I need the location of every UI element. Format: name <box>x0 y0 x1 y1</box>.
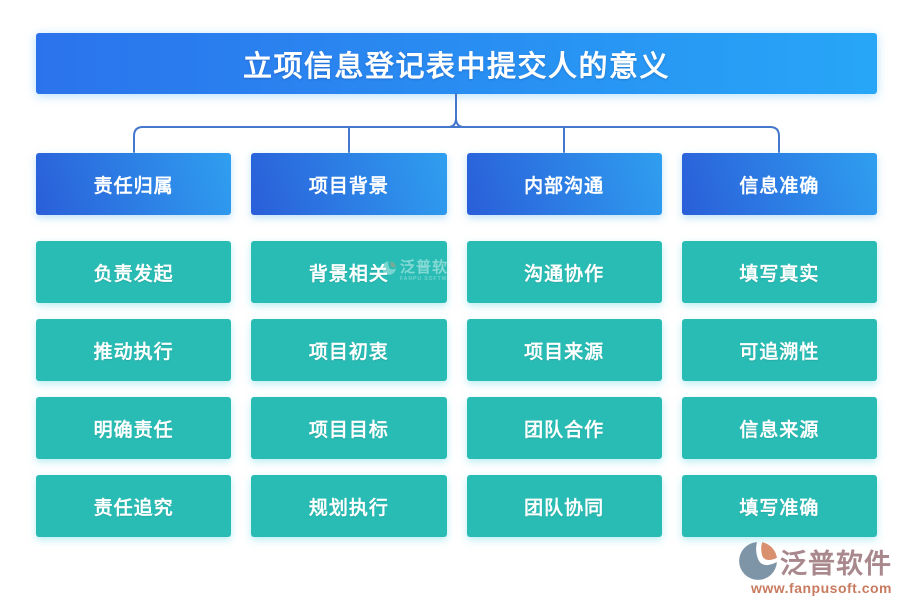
footer-brand: 泛普软件 www.fanpusoft.com <box>737 540 892 596</box>
branch-column-accuracy: 信息准确 填写真实 可追溯性 信息来源 填写准确 <box>681 153 877 553</box>
branch-column-background: 项目背景 背景相关 项目初衷 项目目标 规划执行 <box>251 153 447 553</box>
page-title: 立项信息登记表中提交人的意义 <box>242 50 670 83</box>
branch-header: 项目背景 <box>251 153 447 215</box>
brand-url: www.fanpusoft.com <box>751 580 892 596</box>
branch-header: 信息准确 <box>681 153 877 215</box>
branch-item: 负责发起 <box>36 241 232 303</box>
connector-center-drop-right <box>455 93 465 128</box>
branch-item: 明确责任 <box>36 397 232 459</box>
branch-item: 填写准确 <box>681 475 877 537</box>
branch-item: 责任追究 <box>36 475 232 537</box>
branch-item: 团队协同 <box>466 475 662 537</box>
branch-item: 背景相关 <box>251 241 447 303</box>
branch-header: 责任归属 <box>36 153 232 215</box>
branch-item: 推动执行 <box>36 319 232 381</box>
branch-item: 可追溯性 <box>681 319 877 381</box>
branch-item: 项目来源 <box>466 319 662 381</box>
branch-item: 团队合作 <box>466 397 662 459</box>
branch-item: 沟通协作 <box>466 241 662 303</box>
branch-header: 内部沟通 <box>466 153 662 215</box>
branch-item: 信息来源 <box>681 397 877 459</box>
branch-item: 项目目标 <box>251 397 447 459</box>
title-banner: 立项信息登记表中提交人的意义 <box>36 33 877 94</box>
connector-center-drop <box>447 93 457 128</box>
branch-item: 规划执行 <box>251 475 447 537</box>
branch-column-responsibility: 责任归属 负责发起 推动执行 明确责任 责任追究 <box>36 153 232 553</box>
branch-item: 填写真实 <box>681 241 877 303</box>
brand-name: 泛普软件 <box>780 548 892 579</box>
connector-horizontal <box>133 126 780 153</box>
branch-column-communication: 内部沟通 沟通协作 项目来源 团队合作 团队协同 <box>466 153 662 553</box>
branch-item: 项目初衷 <box>251 319 447 381</box>
branch-grid: 责任归属 负责发起 推动执行 明确责任 责任追究 项目背景 背景相关 项目初衷 … <box>36 153 877 553</box>
fanpu-logo-icon <box>739 542 777 580</box>
